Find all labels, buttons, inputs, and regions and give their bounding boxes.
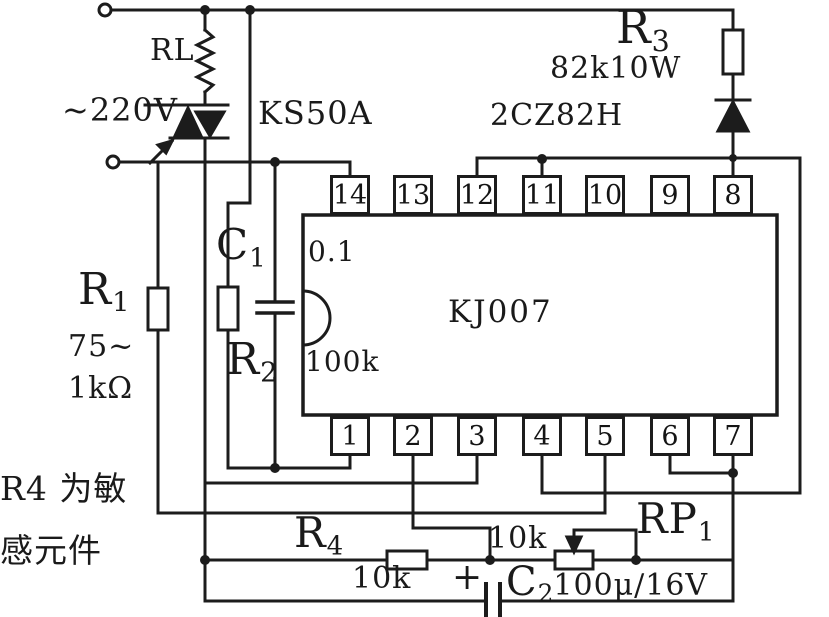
r1-label: R1: [78, 264, 130, 319]
c2-label: C2100μ/16V: [506, 559, 709, 608]
ic-pin-7: 7: [713, 416, 753, 456]
ic-pin-10: 10: [585, 175, 625, 215]
wire-pin3: [203, 454, 479, 485]
r4-label: R4: [294, 508, 344, 562]
ic-note-top: 0.1: [308, 235, 356, 268]
c2-plus-sign: +: [452, 557, 484, 598]
rp1-wiper-arrow: [564, 535, 584, 556]
c2-value: 100μ/16V: [553, 568, 709, 603]
rl-resistor-icon: [193, 27, 217, 95]
diode-icon: [714, 98, 752, 133]
r3-resistor-icon: [721, 28, 745, 76]
c2-capacitor-icon: [484, 582, 502, 617]
ic-pin-14: 14: [330, 175, 370, 215]
r1-value-line2: 1kΩ: [68, 371, 134, 406]
r1-resistor-icon: [146, 286, 170, 332]
triac-gate-arrow: [155, 138, 175, 156]
rp1-potentiometer-icon: [553, 528, 638, 571]
rp1-wiper-loop: [572, 528, 638, 562]
ic-pin-2: 2: [393, 416, 433, 456]
wire-r2-feed: [226, 8, 252, 289]
wire-terminal2: [117, 160, 352, 177]
r2-resistor-icon: [216, 285, 240, 332]
wire-pin6: [668, 454, 735, 475]
wire-top-bus: [475, 156, 802, 495]
ic-pin-5: 5: [585, 416, 625, 456]
ic-note-bottom: 100k: [305, 345, 380, 378]
r3-value: 82k10W: [550, 51, 682, 86]
note-line-2: 感元件: [0, 531, 102, 570]
branch-resistor-value: 10k: [488, 521, 548, 556]
ic-pin-8: 8: [713, 175, 753, 215]
r1-value-line1: 75~: [68, 329, 135, 364]
r3-label: R3: [616, 0, 670, 58]
wire-r2-bottom: [226, 328, 352, 470]
ic-pin-12: 12: [457, 175, 497, 215]
ic-notch: [301, 289, 332, 347]
ic-body: [301, 213, 779, 417]
triac-type-label: KS50A: [258, 94, 373, 132]
ic-name: KJ007: [448, 294, 553, 330]
ic-pin-4: 4: [522, 416, 562, 456]
diode-type-label: 2CZ82H: [490, 98, 624, 133]
terminal-2-icon: [105, 154, 121, 170]
c1-label: C1: [216, 220, 266, 274]
wire-r1-to-pin5: [156, 328, 607, 515]
r4-value: 10k: [352, 561, 412, 596]
ic-pin-13: 13: [393, 175, 433, 215]
wire-top-rail: [109, 8, 735, 32]
wire-pin2: [411, 454, 492, 562]
supply-voltage-label: ~220V: [62, 91, 178, 129]
wire-triac-main: [203, 136, 488, 603]
ic-pin-9: 9: [650, 175, 690, 215]
ic-pin-3: 3: [457, 416, 497, 456]
terminal-1-icon: [97, 2, 113, 18]
r2-label: R2: [226, 334, 278, 389]
rp1-label: RP1: [636, 494, 715, 548]
note-line-1: R4 为敏: [0, 469, 128, 508]
ic-pin-11: 11: [522, 175, 562, 215]
c1-capacitor-icon: [255, 300, 295, 315]
junction-dots: [200, 5, 738, 565]
ic-pin-1: 1: [330, 416, 370, 456]
triac-icon: [143, 103, 230, 166]
rl-label: RL: [150, 33, 195, 68]
ic-pin-6: 6: [650, 416, 690, 456]
